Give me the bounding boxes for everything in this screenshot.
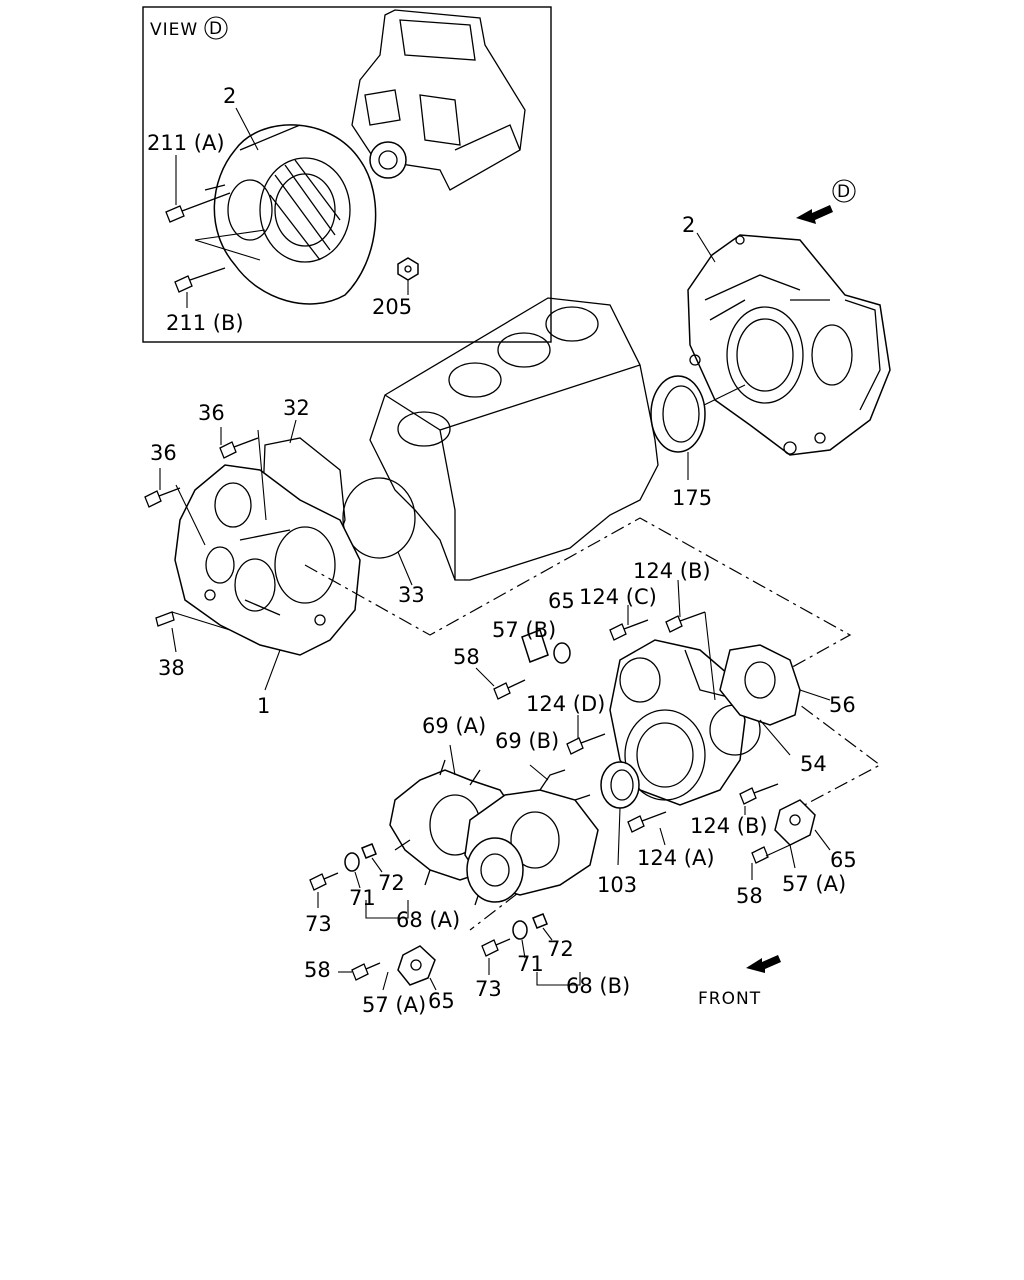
label-32: 32 (283, 396, 310, 420)
bolt-36-left (144, 468, 206, 546)
bolt-set-68a (309, 843, 409, 919)
label-175: 175 (672, 486, 712, 510)
label-36-left: 36 (150, 441, 177, 465)
view-d-inset: VIEW D (142, 6, 552, 343)
label-58-top: 58 (453, 645, 480, 669)
front-label: FRONT (698, 989, 761, 1009)
label-124b-bottom: 124 (B) (690, 814, 768, 838)
label-72-b: 72 (547, 937, 574, 961)
cover-plate-57a-right (751, 799, 831, 880)
inset-bolt-211a (165, 155, 231, 223)
bolt-36-upper (219, 427, 267, 521)
label-36-upper: 36 (198, 401, 225, 425)
label-inset-2: 2 (223, 84, 236, 108)
label-124b-top: 124 (B) (633, 559, 711, 583)
front-cover-54 (609, 639, 761, 806)
inset-leader-lines (194, 229, 266, 261)
label-inset-205: 205 (372, 295, 412, 319)
inset-circle-d: D (204, 16, 228, 40)
o-ring-33 (342, 477, 416, 586)
leader-1 (264, 649, 281, 691)
label-124a: 124 (A) (637, 846, 715, 870)
bolt-124a (627, 811, 667, 846)
inset-frame (142, 6, 552, 343)
label-58-left: 58 (304, 958, 331, 982)
label-2: 2 (682, 213, 695, 237)
label-38: 38 (158, 656, 185, 680)
oil-seal-175 (650, 375, 706, 480)
label-65-left: 65 (428, 989, 455, 1013)
label-71-b: 71 (517, 952, 544, 976)
label-65-top: 65 (548, 589, 575, 613)
gasket-56 (719, 644, 831, 726)
flywheel-housing-2 (687, 234, 891, 456)
label-103: 103 (597, 873, 637, 897)
inset-engine-block (351, 9, 526, 191)
cover-plate-57a-left (338, 945, 437, 991)
inset-bolt-211b (174, 267, 226, 308)
label-72-a: 72 (378, 871, 405, 895)
label-68a: 68 (A) (396, 908, 460, 932)
label-33: 33 (398, 583, 425, 607)
label-inset-211b: 211 (B) (166, 311, 244, 335)
label-124c: 124 (C) (579, 585, 657, 609)
label-124d: 124 (D) (526, 692, 605, 716)
label-1: 1 (257, 694, 270, 718)
label-58-right: 58 (736, 884, 763, 908)
inset-circle-letter: D (209, 19, 223, 39)
bolt-124c (609, 605, 649, 641)
label-71-a: 71 (349, 886, 376, 910)
bolt-124b-top (665, 579, 716, 701)
label-57b: 57 (B) (492, 618, 556, 642)
oil-seal-103 (600, 761, 640, 866)
leader-2 (696, 232, 716, 263)
bolt-set-68b (481, 913, 581, 986)
label-inset-211a: 211 (A) (147, 131, 225, 155)
bolt-124b-bottom (739, 783, 779, 815)
label-57a-right: 57 (A) (782, 872, 846, 896)
inset-title: VIEW (150, 20, 198, 40)
dowel-pin-38 (155, 611, 231, 653)
leader-54 (759, 719, 791, 756)
cover-plate-57b (475, 629, 571, 700)
inset-flywheel-housing (204, 124, 377, 305)
label-69a: 69 (A) (422, 714, 486, 738)
timing-gear-case-1 (174, 464, 361, 656)
label-54: 54 (800, 752, 827, 776)
view-arrow-d: D (796, 179, 856, 224)
assembly-dash-line-2 (779, 689, 882, 811)
label-73-a: 73 (305, 912, 332, 936)
leader-175-a (699, 384, 746, 408)
label-73-b: 73 (475, 977, 502, 1001)
label-65-right: 65 (830, 848, 857, 872)
label-69b: 69 (B) (495, 729, 559, 753)
inset-nut-205 (397, 257, 419, 295)
view-arrow-letter: D (837, 182, 851, 202)
bolt-124d (566, 715, 606, 755)
label-56: 56 (829, 693, 856, 717)
front-arrow: FRONT (698, 955, 781, 1009)
cylinder-block (369, 297, 659, 581)
label-57a-left: 57 (A) (362, 993, 426, 1017)
inset-leader-2 (235, 107, 259, 151)
label-68b: 68 (B) (566, 974, 630, 998)
idler-gear-68a (466, 837, 524, 903)
